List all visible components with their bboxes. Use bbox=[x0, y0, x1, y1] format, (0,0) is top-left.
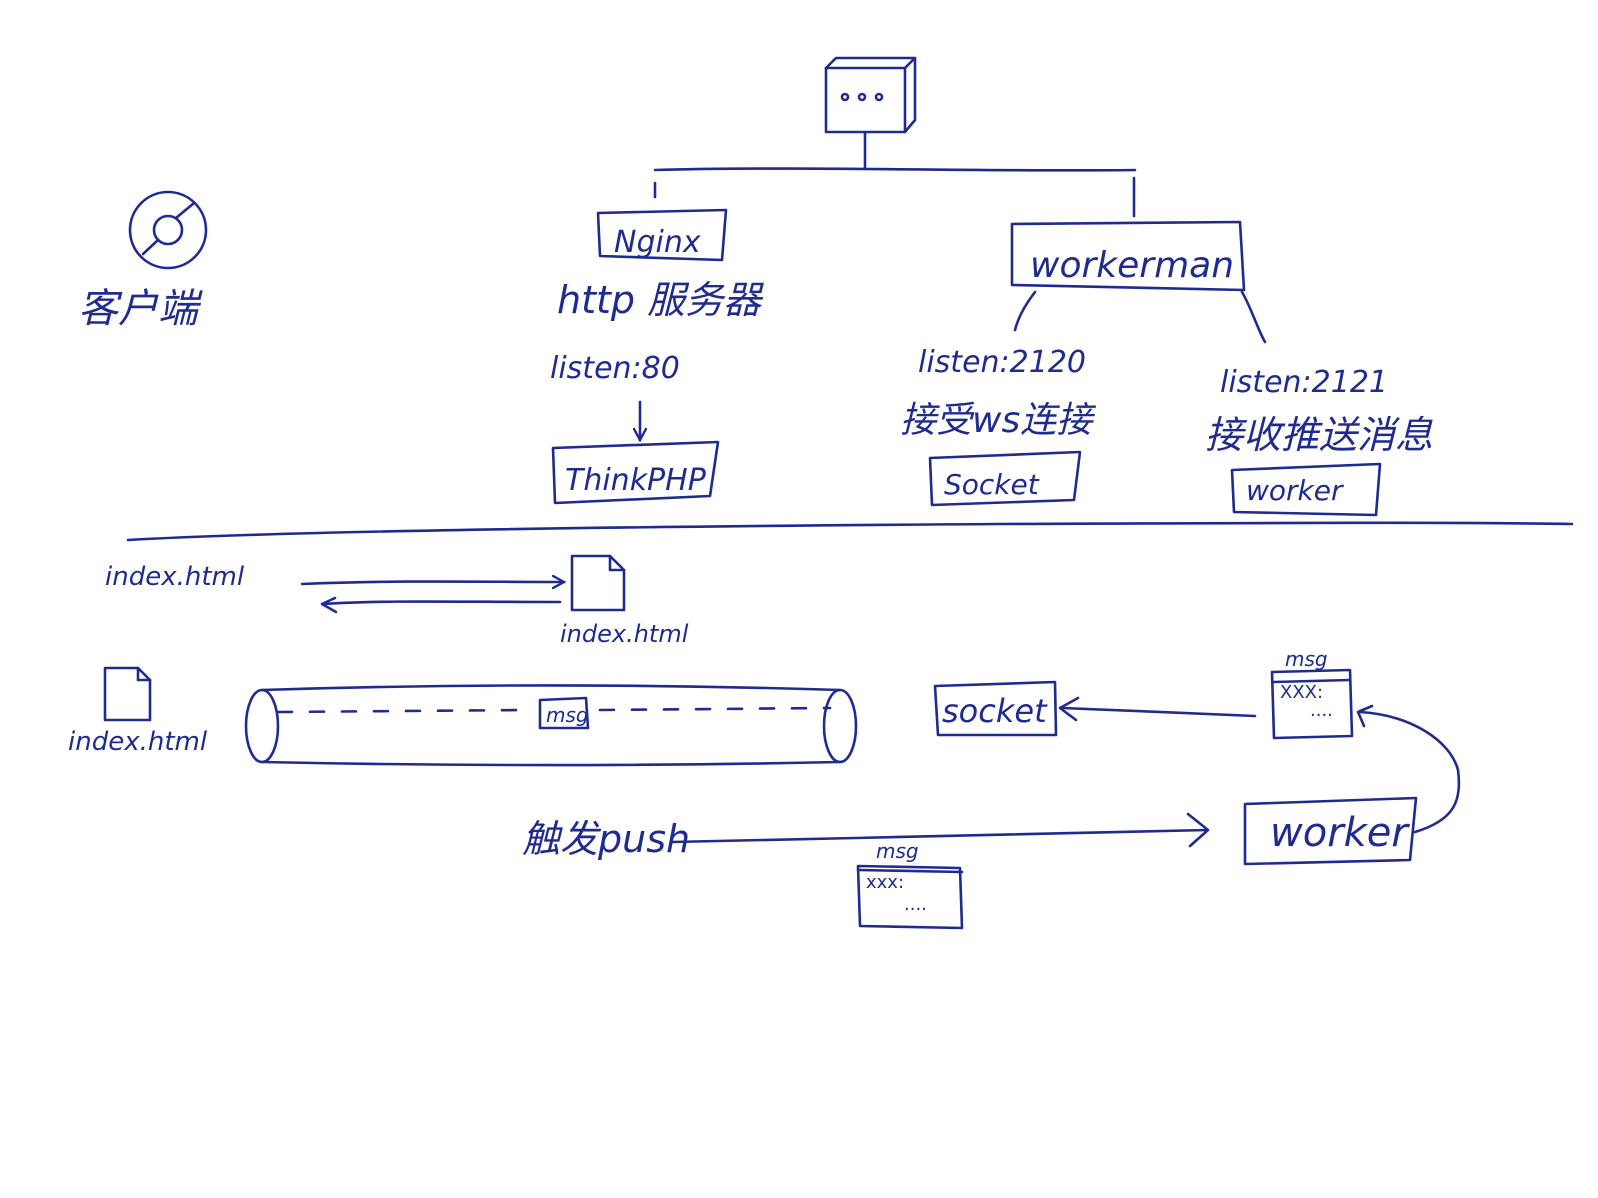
document-icon-server bbox=[570, 554, 626, 612]
listen-2120-label: listen:2120 bbox=[918, 345, 1086, 380]
socket-box-bottom bbox=[933, 680, 1058, 737]
server-box-icon bbox=[824, 56, 917, 134]
response-arrow bbox=[320, 596, 562, 614]
nginx-label: Nginx bbox=[614, 225, 701, 260]
document-icon-client bbox=[103, 666, 152, 722]
push-caption: 接收推送消息 bbox=[1205, 413, 1433, 457]
thinkphp-label: ThinkPHP bbox=[565, 463, 707, 498]
trigger-push-label: 触发push bbox=[522, 817, 690, 861]
client-file-label: index.html bbox=[68, 727, 208, 757]
push-to-socket-arrow bbox=[1058, 696, 1257, 722]
trigger-msg-title: msg bbox=[876, 839, 919, 863]
listen-2121-label: listen:2121 bbox=[1220, 365, 1388, 400]
trigger-arrow bbox=[670, 812, 1210, 848]
http-server-label: http 服务器 bbox=[557, 278, 764, 322]
thinkphp-box bbox=[551, 440, 720, 505]
worker-box-bottom bbox=[1243, 796, 1418, 866]
msg-doc-dots: .... bbox=[1310, 700, 1333, 721]
nginx-box bbox=[596, 208, 728, 262]
request-file-label: index.html bbox=[105, 562, 245, 592]
trigger-msg-line: xxx: bbox=[866, 872, 904, 893]
msg-doc-line: XXX: bbox=[1280, 682, 1323, 703]
worker-box-top bbox=[1230, 462, 1382, 517]
listen-80-label: listen:80 bbox=[550, 351, 680, 386]
socket-label-top: Socket bbox=[944, 468, 1040, 501]
client-icon bbox=[128, 190, 208, 270]
worker-label-top: worker bbox=[1246, 474, 1344, 507]
request-arrow bbox=[300, 582, 564, 585]
msg-document bbox=[1270, 668, 1354, 740]
worker-to-msg-arrow bbox=[1356, 704, 1461, 834]
tree-connectors bbox=[653, 131, 1137, 218]
workerman-label: workerman bbox=[1030, 245, 1234, 286]
trigger-msg-dots: .... bbox=[904, 894, 927, 915]
pipe-msg-label: msg bbox=[546, 703, 589, 727]
worker-label-bottom: worker bbox=[1270, 810, 1410, 856]
ws-caption: 接受ws连接 bbox=[900, 400, 1096, 441]
trigger-msg-document bbox=[856, 864, 964, 930]
workerman-box bbox=[1010, 220, 1246, 292]
response-file-label: index.html bbox=[560, 620, 689, 648]
socket-pipe bbox=[244, 684, 858, 767]
divider bbox=[126, 521, 1574, 542]
socket-label-bottom: socket bbox=[942, 692, 1048, 730]
msg-doc-title: msg bbox=[1285, 647, 1328, 671]
socket-box-top bbox=[928, 450, 1082, 507]
client-label: 客户端 bbox=[78, 286, 203, 332]
